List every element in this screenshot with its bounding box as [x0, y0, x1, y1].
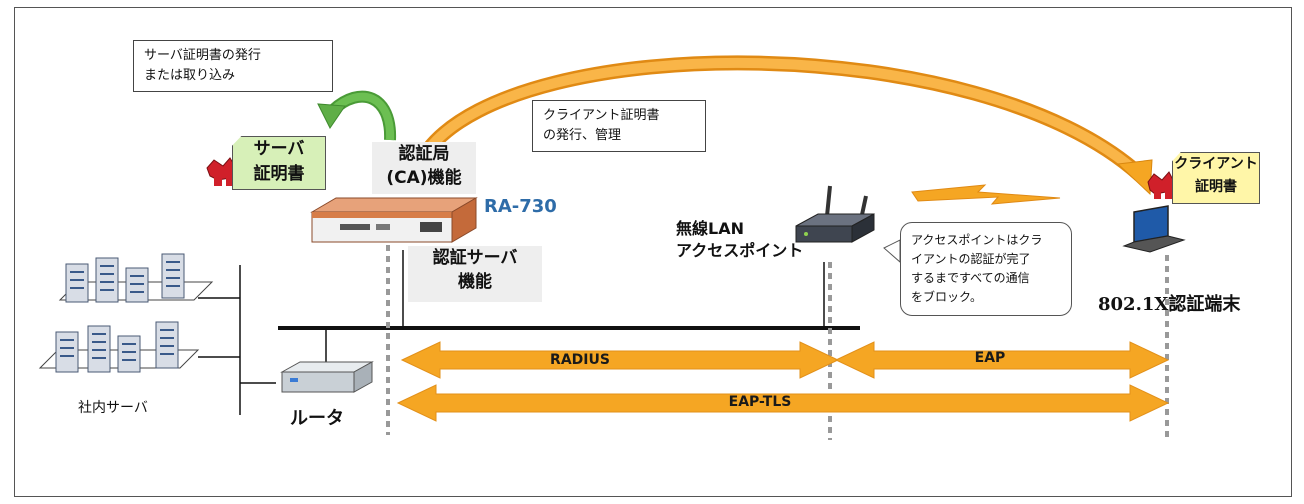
diagram-frame: [14, 7, 1292, 497]
callout-line: の発行、管理: [543, 128, 622, 143]
access-point-label: 無線LAN アクセスポイント: [676, 218, 803, 262]
lightning-icon: [911, 184, 1061, 205]
cert-line: 証明書: [253, 164, 305, 184]
ap-line: 無線LAN: [676, 219, 744, 238]
terminal-label: 802.1X認証端末: [1098, 294, 1241, 315]
ra730-device-icon: [310, 197, 478, 243]
cert-line: サーバ: [253, 139, 305, 159]
function-line: (CA)機能: [386, 168, 462, 188]
eap-arrow: [834, 341, 1170, 379]
function-line: 認証サーバ: [432, 248, 518, 268]
cert-line: 証明書: [1195, 179, 1237, 195]
server-certificate: サーバ 証明書: [232, 136, 326, 190]
client-cert-issue-callout: クライアント証明書 の発行、管理: [532, 100, 706, 152]
note-line: アクセスポイントはクラ: [911, 233, 1043, 247]
client-cert-issue-arrow: [422, 55, 1153, 196]
server-rack-icon: [38, 253, 214, 373]
ap-line: アクセスポイント: [676, 241, 804, 260]
eap-tls-label: EAP-TLS: [728, 394, 792, 410]
device-model-label: RA-730: [484, 196, 557, 217]
internal-servers-label: 社内サーバ: [78, 400, 148, 416]
eap-tls-arrow: [396, 384, 1170, 422]
router-icon: [280, 361, 374, 393]
callout-line: または取り込み: [144, 68, 236, 83]
ca-function-label: 認証局 (CA)機能: [372, 142, 476, 194]
callout-line: クライアント証明書: [543, 108, 660, 123]
server-cert-issue-callout: サーバ証明書の発行 または取り込み: [133, 40, 333, 92]
function-line: 認証局: [398, 144, 450, 164]
auth-server-function-label: 認証サーバ 機能: [408, 246, 542, 302]
note-line: イアントの認証が完了: [911, 252, 1031, 266]
note-line: するまですべての通信: [911, 271, 1030, 285]
radius-label: RADIUS: [550, 352, 610, 368]
callout-line: サーバ証明書の発行: [144, 48, 261, 63]
function-line: 機能: [458, 272, 492, 292]
router-label: ルータ: [290, 408, 344, 429]
wireless-ap-icon: [795, 185, 875, 243]
eap-label: EAP: [974, 350, 1006, 366]
laptop-icon: [1122, 205, 1186, 253]
cert-line: クライアント: [1174, 156, 1258, 172]
server-cert-arrow: [317, 90, 397, 141]
client-certificate: クライアント 証明書: [1172, 152, 1260, 204]
access-point-note: アクセスポイントはクラ イアントの認証が完了 するまですべての通信 をブロック。: [900, 222, 1072, 316]
note-line: をブロック。: [911, 290, 983, 304]
